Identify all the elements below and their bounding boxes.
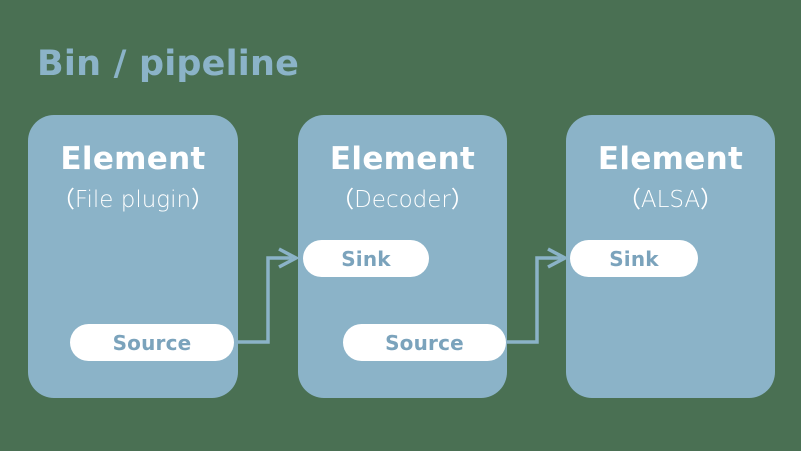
pad-sink-alsa[interactable]: Sink <box>570 240 698 277</box>
pad-source-file-plugin[interactable]: Source <box>70 324 234 361</box>
arrowhead-icon <box>278 247 300 269</box>
element-subtitle: （Decoder） <box>331 187 474 213</box>
pad-source-decoder[interactable]: Source <box>343 324 506 361</box>
element-title: Element <box>329 141 476 177</box>
element-title: Element <box>60 141 206 177</box>
element-subtitle: （File plugin） <box>51 187 215 213</box>
element-box-file-plugin[interactable]: Element （File plugin） <box>28 115 238 398</box>
pad-sink-decoder[interactable]: Sink <box>303 240 429 277</box>
page-title: Bin / pipeline <box>37 44 300 84</box>
connector-path <box>234 256 292 344</box>
arrowhead-icon <box>547 247 569 269</box>
connector-path <box>506 256 561 344</box>
element-subtitle: （ALSA） <box>617 187 724 213</box>
element-title: Element <box>597 141 744 177</box>
